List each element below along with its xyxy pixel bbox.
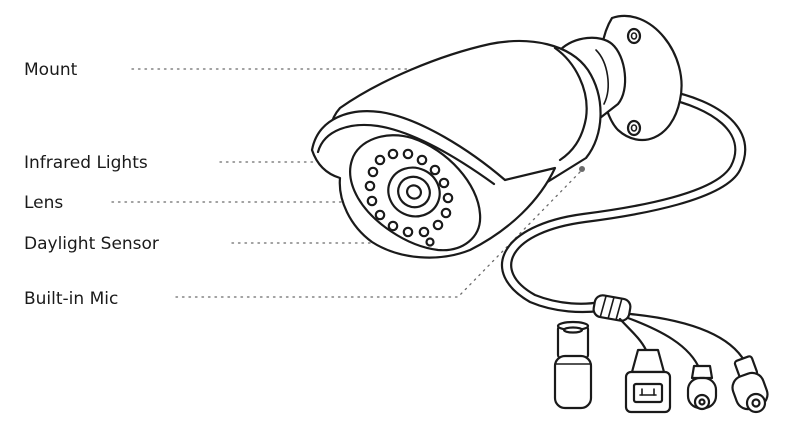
label-lens: Lens — [24, 193, 63, 213]
connector-cap — [553, 320, 593, 410]
label-built-in-mic: Built-in Mic — [24, 289, 118, 309]
cable-outer — [510, 88, 747, 305]
label-daylight-sensor: Daylight Sensor — [24, 234, 159, 254]
mount-screw-top — [626, 27, 642, 45]
connector-network-port — [624, 348, 672, 414]
camera-rear-seam — [553, 46, 588, 162]
daylight-sensor-window — [425, 237, 435, 247]
leader-built-in-mic — [175, 171, 581, 298]
cable-inner — [500, 96, 737, 314]
cable-breakout — [553, 294, 769, 414]
label-group-built-in-mic: Built-in Mic — [24, 166, 585, 309]
connector-power — [686, 364, 718, 411]
connector-dc — [731, 355, 769, 414]
label-infrared-lights: Infrared Lights — [24, 153, 148, 173]
mount-screw-bottom — [626, 119, 642, 137]
lens-glass — [405, 184, 423, 200]
leader-dot-built-in-mic — [579, 166, 585, 172]
infrared-led-ring — [364, 148, 454, 238]
branch-wire-network — [618, 317, 648, 352]
label-mount: Mount — [24, 60, 78, 80]
branch-wire-power — [626, 316, 702, 372]
branch-wire-audio — [628, 312, 747, 364]
cable-splitter — [592, 294, 632, 322]
camera-body — [310, 39, 602, 259]
camera-cable — [500, 88, 747, 314]
